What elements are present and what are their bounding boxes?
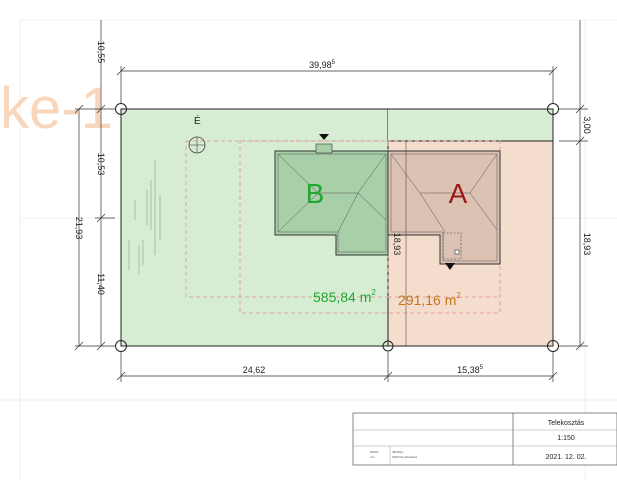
dim-inner-split: 18,93 <box>392 233 402 256</box>
title-block-city-value: 2330 Dunaharaszti <box>392 455 418 459</box>
watermark-text: ke-1 <box>0 76 113 141</box>
title-block-hrsz-label: HRSZ <box>370 450 378 454</box>
dim-bottom-right: 15,385 <box>457 365 484 375</box>
title-block-city-label: cím <box>370 455 375 459</box>
dim-bottom-left: 24,62 <box>243 365 266 375</box>
dimension-lines <box>74 20 588 382</box>
entrance-arrow-b <box>319 134 329 140</box>
entrance-arrow-a <box>445 263 455 270</box>
title-block: Telekosztás 1:150 2021. 12. 02. HRSZ 481… <box>352 412 617 466</box>
dim-left-mid: 10,53 <box>96 153 106 176</box>
dim-left-total: 21,93 <box>74 217 84 240</box>
utility-notes <box>128 160 161 275</box>
dim-top-width: 39,985 <box>309 60 336 70</box>
dim-right-top: 3,00 <box>582 116 592 134</box>
lot-a-top-strip <box>388 109 553 141</box>
dim-left-top: 10,55 <box>96 41 106 64</box>
title-block-scale: 1:150 <box>557 435 575 442</box>
corner-markers <box>115 103 559 352</box>
dim-right-total: 18,93 <box>582 233 592 256</box>
title-block-date: 2021. 12. 02. <box>546 454 587 461</box>
lot-b-letter: B <box>306 178 325 209</box>
north-label: É <box>194 114 201 127</box>
lot-b-area-label: 585,84 m2 <box>313 288 376 305</box>
dim-left-bottom: 11,40 <box>96 273 106 295</box>
lot-a-area-label: 291,16 m2 <box>398 291 461 308</box>
lot-a-letter: A <box>449 178 468 209</box>
house-a <box>387 150 501 270</box>
lot-a-top-boundary <box>388 108 554 141</box>
title-block-hrsz-value: 4819/E1 <box>392 450 404 454</box>
north-symbol: É <box>188 114 206 154</box>
house-b <box>274 134 389 256</box>
title-block-title: Telekosztás <box>548 420 585 427</box>
